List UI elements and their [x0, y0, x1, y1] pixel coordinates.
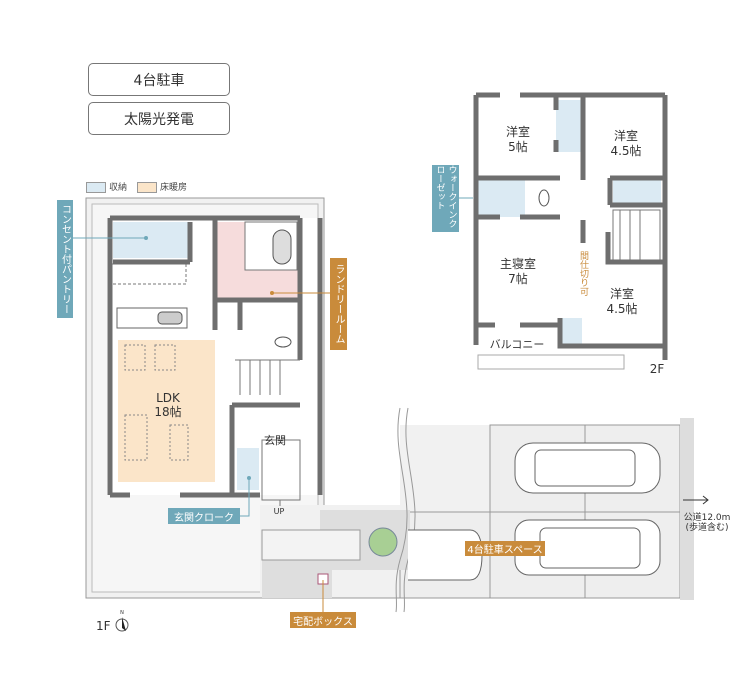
pantry-storage [113, 222, 190, 258]
room-2f-2-size: 4.5帖 [610, 143, 641, 158]
entrance-cloak-storage [237, 448, 259, 490]
room-2f-4-name: 洋室 [610, 286, 634, 301]
walkin-closet-callout: ウォークインクローゼット [432, 165, 459, 232]
cars [408, 442, 661, 581]
car-1 [514, 442, 661, 494]
floor1-label: 1F [96, 619, 111, 633]
legend-storage-label: 収納 [109, 183, 128, 193]
delivery-box-callout: 宅配ボックス [290, 612, 356, 628]
feature-solar: 太陽光発電 [88, 102, 230, 135]
balcony-label: バルコニー [490, 338, 545, 351]
building-2f [473, 92, 668, 370]
ldk-label: LDK [156, 391, 181, 405]
road-arrow-icon [683, 495, 709, 505]
up-label: UP [274, 507, 285, 516]
building-1f [107, 215, 323, 506]
legend: 収納 床暖房 [86, 180, 187, 193]
room-2f-2-name: 洋室 [614, 128, 638, 143]
feature-parking: 4台駐車 [88, 63, 230, 96]
legend-storage: 収納 [86, 180, 127, 193]
north-label: N [120, 610, 124, 616]
ldk-size: 18帖 [154, 404, 181, 419]
road-label: 公道12.0m [684, 511, 731, 523]
tree [368, 527, 398, 557]
room-2f-1-name: 洋室 [506, 124, 530, 139]
ldk-floor-heating [118, 340, 215, 482]
room-2f-3-name: 主寝室 [500, 256, 536, 271]
room-2f-4-size: 4.5帖 [606, 301, 637, 316]
pantry-callout: コンセント付パントリー [57, 200, 73, 318]
parking-callout: 4台駐車スペース [465, 541, 545, 556]
laundry-callout: ランドリールーム [330, 258, 347, 350]
legend-floor-heating-label: 床暖房 [160, 183, 188, 193]
entrance-label: 玄関 [264, 433, 286, 447]
entrance-cloak-callout: 玄関クローク [168, 508, 240, 524]
road-note: (歩道含む) [685, 521, 728, 533]
floor2-label: 2F [650, 362, 665, 376]
legend-floor-heating: 床暖房 [137, 180, 187, 193]
road-break-line [395, 407, 408, 613]
partition-note: 間仕切り可 [578, 243, 589, 303]
room-2f-3-size: 7帖 [508, 271, 528, 286]
room-2f-1-size: 5帖 [508, 139, 528, 154]
north-arrow-icon: N [115, 610, 129, 632]
